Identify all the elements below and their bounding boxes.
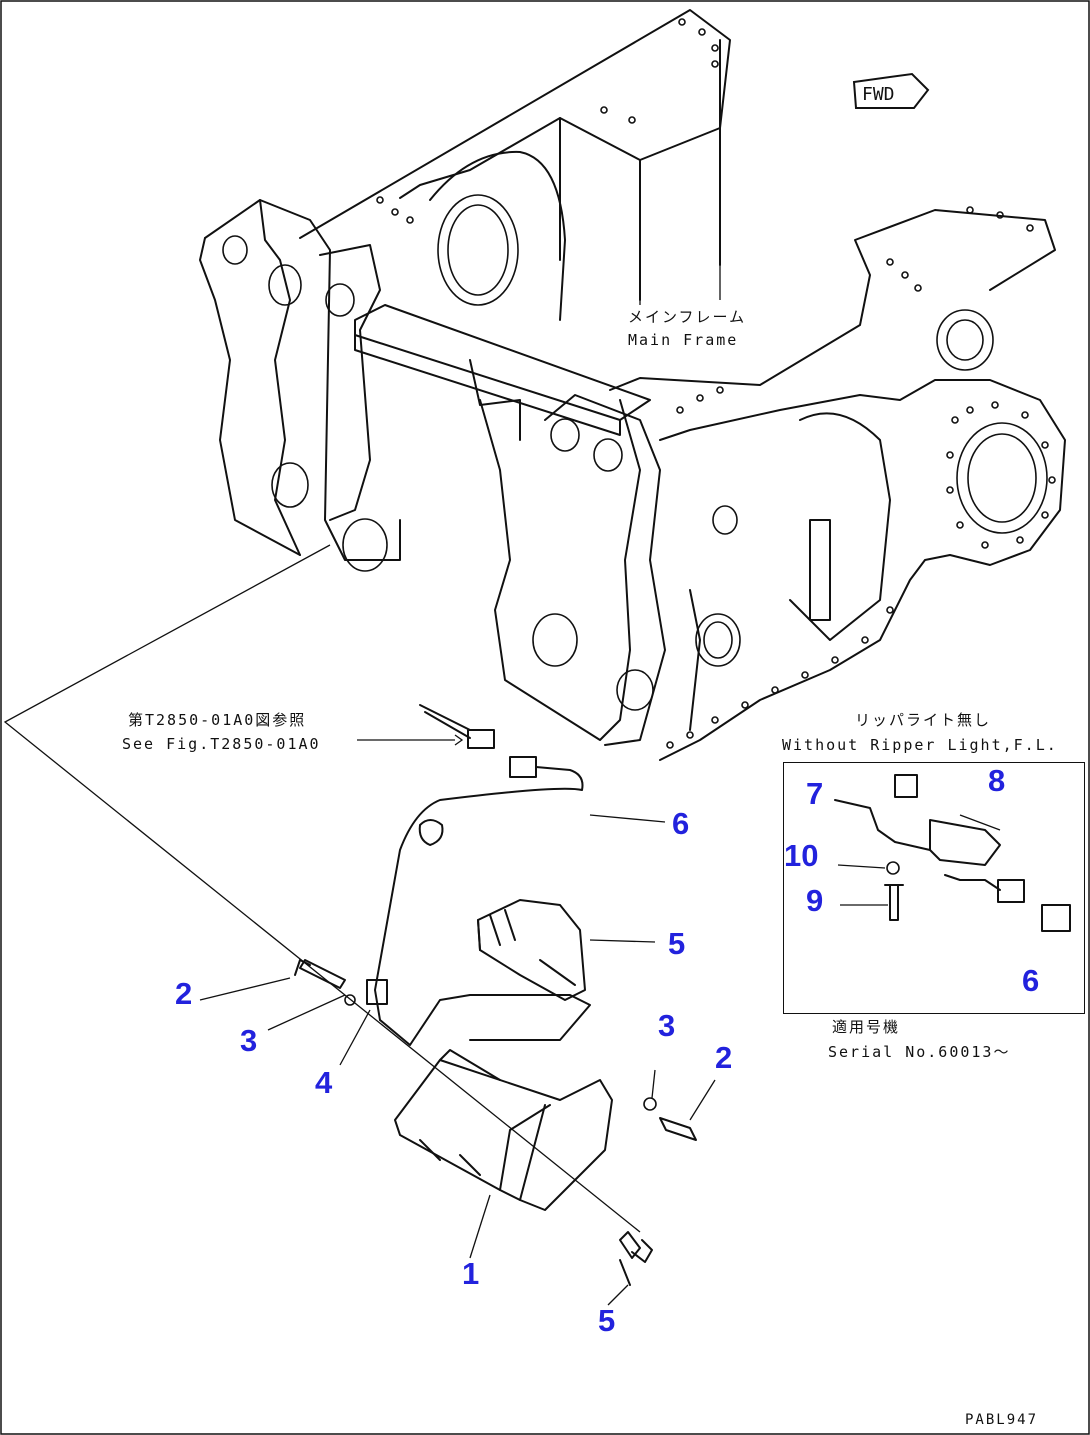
callout-5-lamp: 5	[668, 926, 686, 961]
main-frame-label-en: Main Frame	[628, 331, 739, 349]
parts-drawing	[3, 544, 697, 1286]
callout-3-right: 3	[658, 1008, 676, 1043]
callout-2-left: 2	[175, 976, 193, 1011]
ref-fig-note-en: See Fig.T2850-01A0	[122, 735, 321, 753]
callout-3-left: 3	[240, 1023, 258, 1058]
ref-fig-note-jp: 第T2850-01A0図参照	[128, 711, 307, 729]
callout-10: 10	[784, 838, 819, 873]
serial-number-label: Serial No.60013〜	[828, 1043, 1011, 1061]
callout-leaders	[199, 734, 716, 1306]
main-frame-drawing	[199, 9, 1066, 761]
fwd-arrow-icon: FWD	[852, 72, 930, 109]
callout-2-right: 2	[715, 1040, 733, 1075]
callout-4: 4	[315, 1065, 333, 1100]
inset-title-en: Without Ripper Light,F.L.	[782, 736, 1058, 754]
serial-label-jp: 適用号機	[832, 1018, 901, 1036]
fwd-label: FWD	[862, 84, 895, 105]
inset-drawing	[834, 774, 1071, 932]
callout-5-bottom: 5	[598, 1303, 616, 1338]
callout-7: 7	[806, 776, 824, 811]
callout-8: 8	[988, 763, 1006, 798]
callout-9: 9	[806, 883, 824, 918]
callout-6-inset: 6	[1022, 963, 1040, 998]
drawing-code: PABL947	[965, 1412, 1039, 1428]
main-frame-label-jp: メインフレーム	[628, 308, 747, 326]
callout-6-harness: 6	[672, 806, 690, 841]
inset-box	[783, 762, 1085, 1014]
callout-1: 1	[462, 1256, 480, 1291]
inset-title-jp: リッパライト無し	[855, 711, 992, 729]
